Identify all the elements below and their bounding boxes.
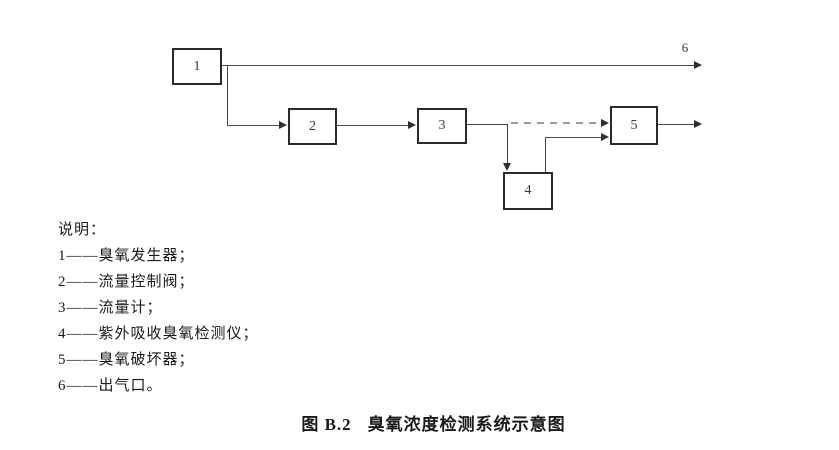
dashed-line-junction-to-destructor [511,122,602,124]
arrowhead-into-analyzer-icon [503,163,511,171]
box-flow-meter-label: 3 [438,118,446,133]
box-uv-ozone-analyzer-label: 4 [524,183,532,198]
legend-item-6: 6——出气口。 [58,378,163,394]
box-flow-control-valve-label: 2 [309,118,316,134]
legend-heading: 说明： [58,222,107,238]
outlet-label: 6 [681,40,689,55]
arrowhead-dashed-into-destructor-icon [601,119,609,127]
line-generator-to-outlet [222,65,695,66]
box-ozone-generator-label: 1 [193,58,201,74]
arrowhead-destructor-exit-icon [694,120,702,128]
figure-caption: 图 B.2 臭氧浓度检测系统示意图 [0,410,839,435]
legend-item-5: 5——臭氧破坏器； [58,352,195,368]
legend-item-2: 2——流量控制阀； [58,274,195,290]
figure-label: 图 B.2 [301,415,352,434]
line-analyzer-up [545,137,546,172]
arrowhead-outlet-icon [694,61,702,69]
box-ozone-destructor-label: 5 [630,117,638,133]
box-uv-ozone-analyzer: 4 [503,172,553,210]
legend-item-4: 4——紫外吸收臭氧检测仪； [58,326,259,342]
line-flowmeter-to-junction [467,124,508,125]
legend: 说明： 1——臭氧发生器； 2——流量控制阀； 3——流量计； 4——紫外吸收臭… [58,217,259,399]
arrowhead-into-destructor-icon [601,133,609,141]
line-junction-to-analyzer [507,124,508,164]
legend-item-1: 1——臭氧发生器； [58,248,195,264]
line-valve-to-flowmeter [337,125,409,126]
figure-title: 臭氧浓度检测系统示意图 [367,415,566,434]
line-branch-to-valve [227,125,280,126]
box-flow-meter: 3 [417,108,467,144]
line-branch-down [227,65,228,125]
arrowhead-into-valve-icon [279,121,287,129]
arrowhead-into-flowmeter-icon [408,121,416,129]
line-analyzer-to-destructor [545,137,602,138]
box-flow-control-valve: 2 [288,108,337,145]
legend-item-3: 3——流量计； [58,300,163,316]
box-ozone-destructor: 5 [610,106,658,145]
line-destructor-exit [658,124,695,125]
box-ozone-generator: 1 [172,48,222,85]
